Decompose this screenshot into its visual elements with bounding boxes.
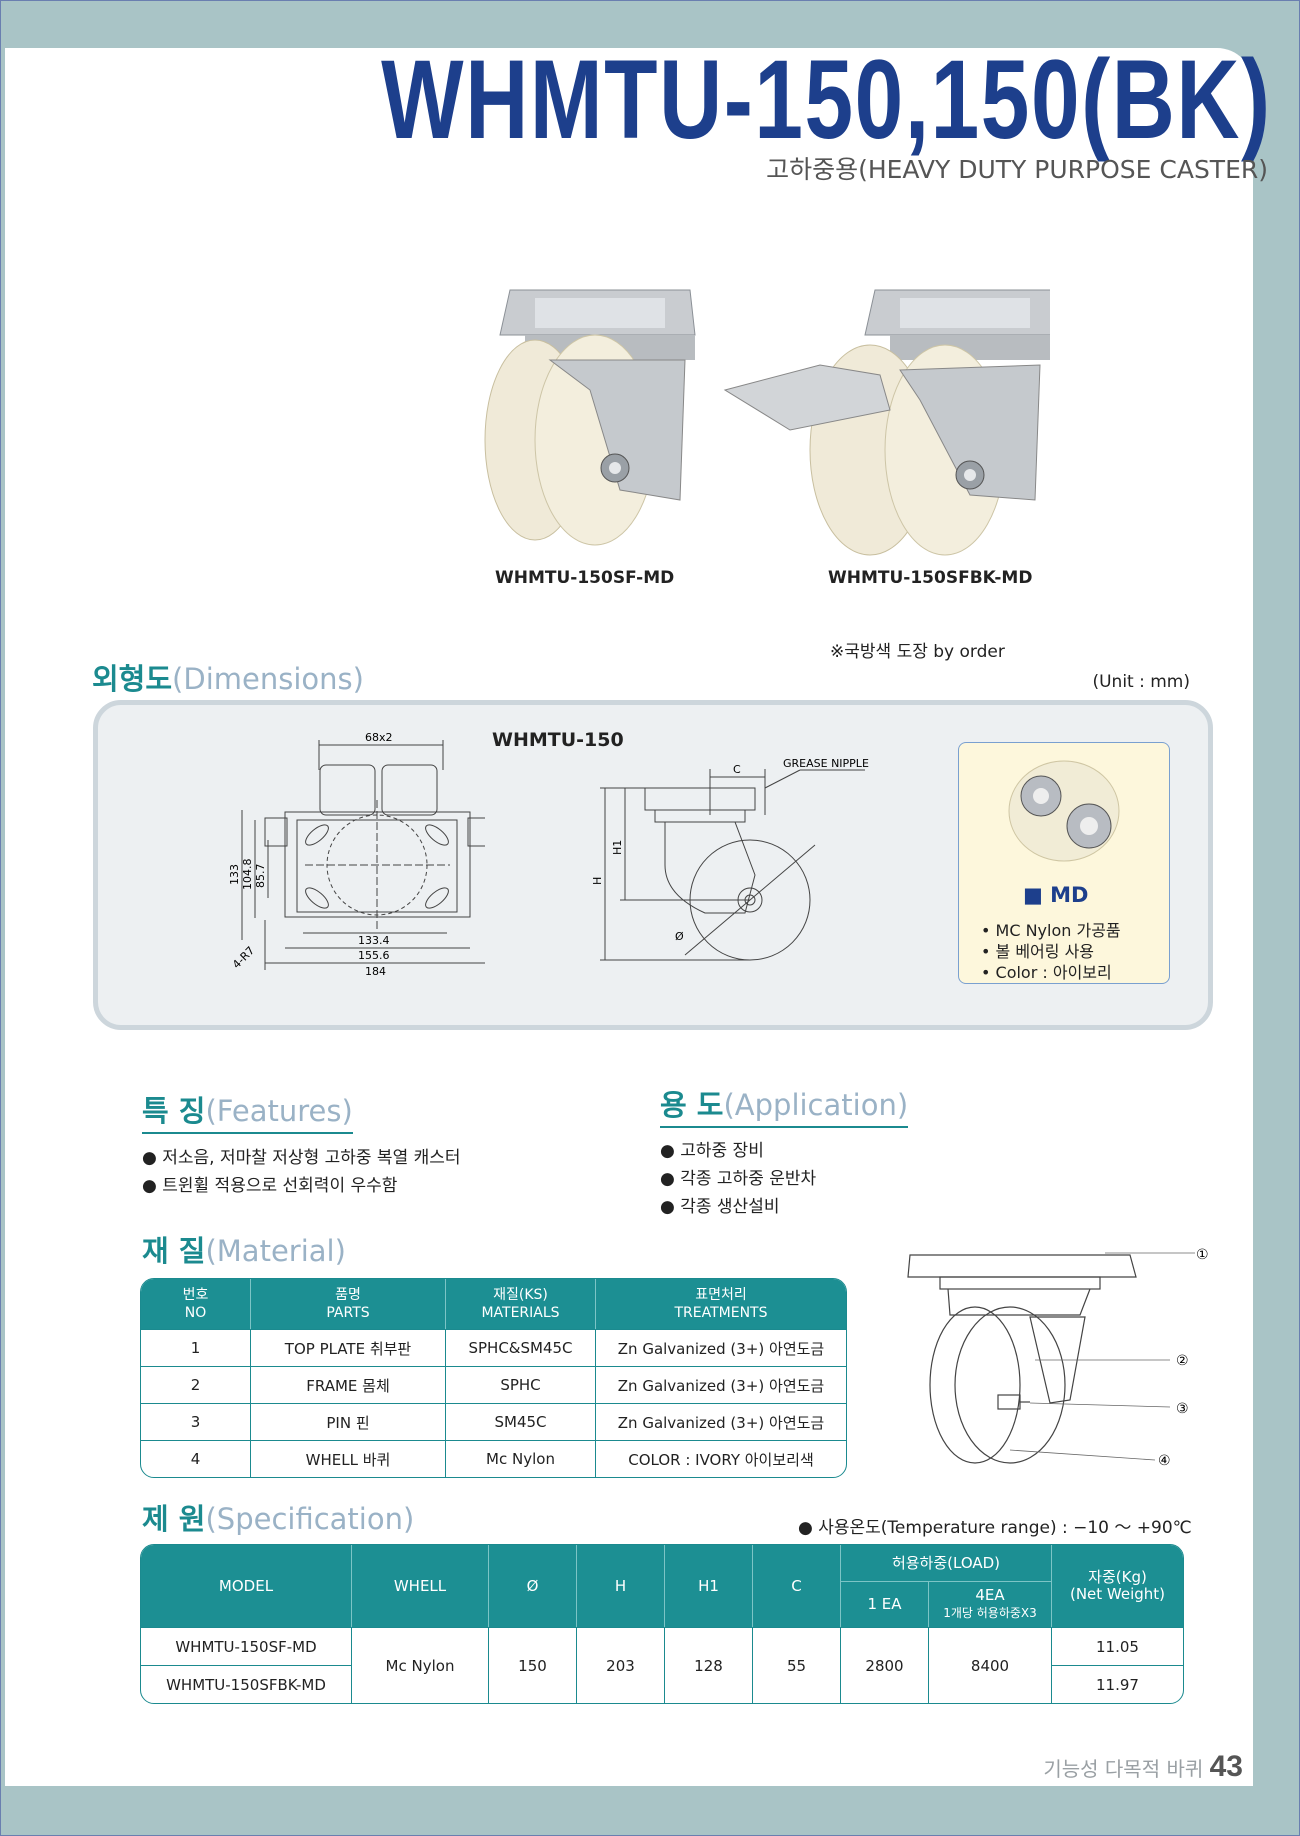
features-heading: 특 징(Features) <box>142 1088 353 1134</box>
order-note: ※국방색 도장 by order <box>830 642 1005 662</box>
dim-h1: H1 <box>611 840 624 855</box>
application-item-2: ● 각종 고하중 운반차 <box>660 1169 817 1189</box>
spec-weight-1: 11.05 <box>1052 1627 1183 1665</box>
photo-caption-left: WHMTU-150SF-MD <box>495 568 675 588</box>
page-title: WHMTU-150,150(BK) <box>381 37 1272 162</box>
photo-caption-right: WHMTU-150SFBK-MD <box>828 568 1033 588</box>
side-view-drawing: C GREASE NIPPLE H1 H Ø <box>591 757 869 961</box>
dim-184: 184 <box>365 965 386 978</box>
dim-dia: Ø <box>675 930 684 943</box>
dim-85: 85.7 <box>254 864 267 889</box>
spec-c: 55 <box>753 1627 841 1703</box>
temperature-note: ● 사용온도(Temperature range) : −10 ～ +90℃ <box>798 1518 1192 1538</box>
dim-133-4: 133.4 <box>358 934 390 947</box>
feature-item-1: ● 저소음, 저마찰 저상형 고하중 복열 캐스터 <box>142 1148 461 1168</box>
spec-head-load-1ea: 1 EA <box>841 1582 929 1627</box>
spec-h1: 128 <box>665 1627 753 1703</box>
spec-head-model: MODEL <box>141 1545 352 1627</box>
spec-header-row-1: MODEL WHELL Ø H H1 C 허용하중(LOAD) 자중(Kg)(N… <box>141 1545 1183 1627</box>
md-wheel-illustration <box>1008 760 1120 862</box>
spec-dia: 150 <box>489 1627 577 1703</box>
dim-c: C <box>733 763 741 776</box>
feature-item-2: ● 트윈휠 적용으로 선회력이 우수함 <box>142 1176 398 1196</box>
table-row: WHMTU-150SF-MD Mc Nylon 150 203 128 55 2… <box>141 1627 1183 1703</box>
callout-3: ③ <box>1176 1401 1189 1417</box>
spec-whell: Mc Nylon <box>352 1627 489 1703</box>
md-line-1: • MC Nylon 가공품 <box>981 921 1121 940</box>
spec-model-2: WHMTU-150SFBK-MD <box>141 1665 352 1703</box>
drawing-model-label: WHMTU-150 <box>492 729 624 751</box>
spec-head-weight: 자중(Kg)(Net Weight) <box>1052 1545 1183 1627</box>
spec-head-h: H <box>577 1545 665 1627</box>
md-line-3: • Color : 아이보리 <box>981 963 1112 982</box>
dim-133: 133 <box>228 864 241 885</box>
md-title: ■ MD <box>1023 883 1089 907</box>
spec-heading: 제 원(Specification) <box>142 1502 415 1536</box>
dim-radius: 4-R7 <box>230 944 257 971</box>
spec-weight-2: 11.97 <box>1052 1665 1183 1703</box>
md-info-box: ■ MD • MC Nylon 가공품 • 볼 베어링 사용 • Color :… <box>958 742 1170 984</box>
caster-photo-left <box>484 289 696 546</box>
table-row: WHMTU-150SFBK-MD 11.97 <box>141 1665 1183 1703</box>
dim-104: 104.8 <box>241 859 254 891</box>
mat-head-materials: 재질(KS)MATERIALS <box>446 1279 596 1329</box>
spec-head-dia: Ø <box>489 1545 577 1627</box>
spec-table: MODEL WHELL Ø H H1 C 허용하중(LOAD) 자중(Kg)(N… <box>140 1544 1184 1704</box>
grease-nipple-label: GREASE NIPPLE <box>783 757 869 770</box>
callout-2: ② <box>1176 1353 1189 1369</box>
page-subtitle: 고하중용(HEAVY DUTY PURPOSE CASTER) <box>766 155 1268 184</box>
callout-4: ④ <box>1158 1453 1171 1469</box>
spec-head-whell: WHELL <box>352 1545 489 1627</box>
md-line-2: • 볼 베어링 사용 <box>981 942 1095 961</box>
spec-load-1ea: 2800 <box>841 1627 929 1703</box>
dim-155-6: 155.6 <box>358 949 390 962</box>
application-item-3: ● 각종 생산설비 <box>660 1197 780 1217</box>
spec-model-1: WHMTU-150SF-MD <box>141 1627 352 1665</box>
spec-head-h1: H1 <box>665 1545 753 1627</box>
spec-load-4ea: 8400 <box>929 1627 1052 1703</box>
material-heading: 재 질(Material) <box>142 1234 346 1268</box>
callout-1: ① <box>1196 1247 1209 1263</box>
dimensions-heading: 외형도(Dimensions) <box>92 662 364 696</box>
caster-photo-right <box>723 289 1050 556</box>
application-heading: 용 도(Application) <box>660 1082 909 1128</box>
page-number: 43 <box>1209 1750 1243 1783</box>
spec-h: 203 <box>577 1627 665 1703</box>
spec-head-load: 허용하중(LOAD) <box>841 1545 1052 1582</box>
parts-callout-drawing: ① ② ③ ④ <box>907 1247 1209 1469</box>
dim-h: H <box>591 877 604 885</box>
spec-head-c: C <box>753 1545 841 1627</box>
unit-note: (Unit : mm) <box>1092 672 1190 692</box>
dim-68x2: 68x2 <box>365 731 393 744</box>
application-item-1: ● 고하중 장비 <box>660 1141 764 1161</box>
footer: 기능성 다목적 바퀴 43 <box>1043 1750 1243 1783</box>
front-view-drawing: 68x2 133 104.8 85.7 4-R7 133.4 155.6 184 <box>228 731 485 978</box>
